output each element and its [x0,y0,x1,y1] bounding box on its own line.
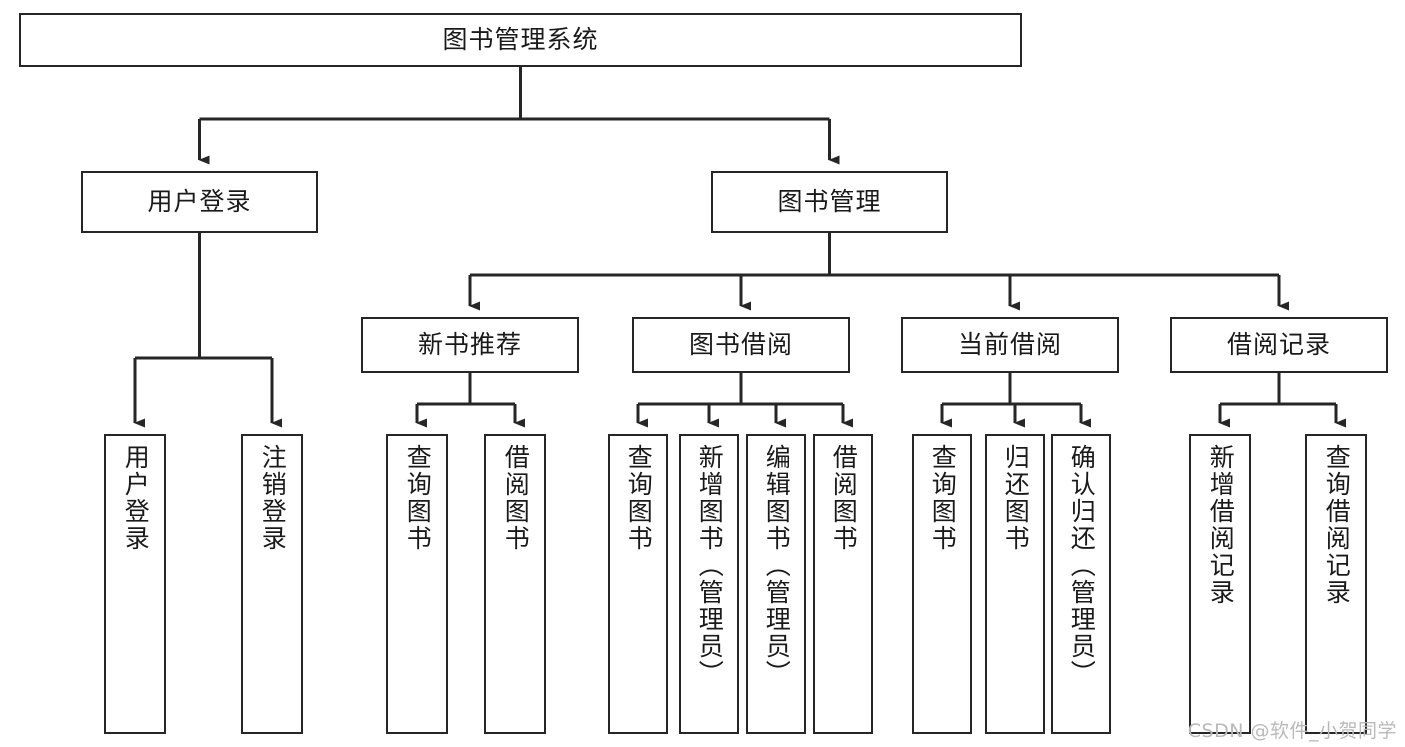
leaf-add-book-admin-label: 新增图书（管理员） [695,444,725,687]
leaf-confirm-return-admin[interactable]: 确认归还（管理员） [1051,434,1111,734]
leaf-query-book-3[interactable]: 查询图书 [912,434,972,734]
leaf-borrow-book-1[interactable]: 借阅图书 [484,434,546,734]
leaf-borrow-book-2-label: 借阅图书 [829,444,859,552]
leaf-confirm-return-admin-label: 确认归还（管理员） [1067,444,1097,687]
leaf-query-book-1[interactable]: 查询图书 [386,434,448,734]
node-current-borrow-label: 当前借阅 [957,330,1062,360]
leaf-add-borrow-record-label: 新增借阅记录 [1206,444,1236,606]
leaf-borrow-book-2[interactable]: 借阅图书 [813,434,873,734]
leaf-borrow-book-1-label: 借阅图书 [501,444,531,552]
node-book-manage[interactable]: 图书管理 [711,171,948,233]
node-user-login[interactable]: 用户登录 [81,171,318,233]
node-borrow-record-label: 借阅记录 [1226,330,1331,360]
leaf-query-book-1-label: 查询图书 [403,444,433,552]
leaf-query-borrow-record[interactable]: 查询借阅记录 [1305,434,1367,734]
node-root-label: 图书管理系统 [442,25,599,55]
node-book-borrow-label: 图书借阅 [688,330,793,360]
leaf-user-logout-label: 注销登录 [258,444,288,552]
leaf-user-login[interactable]: 用户登录 [104,434,166,734]
node-user-login-label: 用户登录 [147,187,252,217]
leaf-query-borrow-record-label: 查询借阅记录 [1322,444,1352,606]
leaf-edit-book-admin[interactable]: 编辑图书（管理员） [746,434,806,734]
leaf-user-logout[interactable]: 注销登录 [241,434,303,734]
leaf-return-book-label: 归还图书 [1001,444,1031,552]
node-new-book-recommend-label: 新书推荐 [417,330,522,360]
node-current-borrow[interactable]: 当前借阅 [901,317,1119,373]
edge-group [133,67,1346,428]
node-root[interactable]: 图书管理系统 [19,13,1022,67]
leaf-edit-book-admin-label: 编辑图书（管理员） [762,444,792,687]
node-book-manage-label: 图书管理 [777,187,882,217]
node-new-book-recommend[interactable]: 新书推荐 [361,317,579,373]
node-book-borrow[interactable]: 图书借阅 [632,317,850,373]
leaf-add-book-admin[interactable]: 新增图书（管理员） [679,434,739,734]
leaf-query-book-3-label: 查询图书 [928,444,958,552]
leaf-query-book-2-label: 查询图书 [624,444,654,552]
leaf-add-borrow-record[interactable]: 新增借阅记录 [1189,434,1251,734]
node-borrow-record[interactable]: 借阅记录 [1170,317,1388,373]
leaf-user-login-label: 用户登录 [121,444,151,552]
leaf-query-book-2[interactable]: 查询图书 [608,434,668,734]
leaf-return-book[interactable]: 归还图书 [985,434,1045,734]
